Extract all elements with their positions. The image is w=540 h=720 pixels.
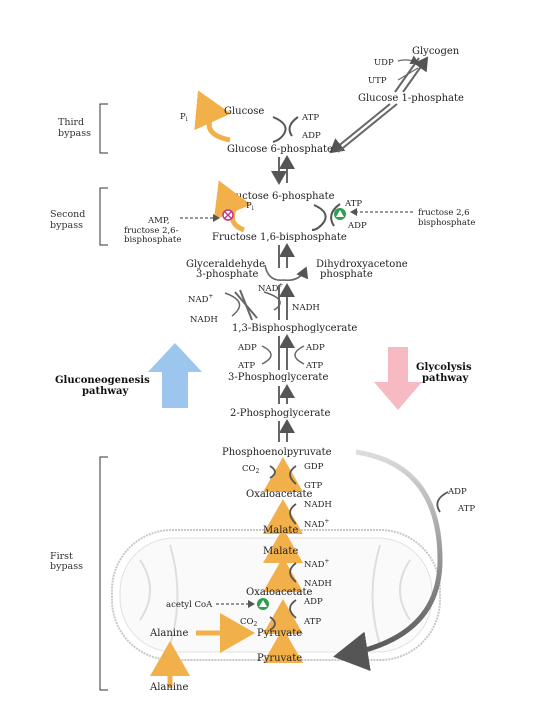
nad-plus-label-4: NAD+ xyxy=(304,558,329,570)
malate-label-1: Malate xyxy=(263,525,298,536)
first-bypass-orange-arrows xyxy=(150,457,303,688)
glucose-6-phosphatase-arc xyxy=(194,90,231,143)
pgm-arrows xyxy=(278,384,295,404)
gtp-label: GTP xyxy=(304,481,322,491)
utp-label: UTP xyxy=(368,76,387,86)
atp-label-2: ATP xyxy=(344,199,362,209)
nadh-label-3: NADH xyxy=(304,500,332,510)
nad-plus-label-3: NAD+ xyxy=(304,518,329,530)
atp-label-5: ATP xyxy=(303,617,321,627)
nad-plus-label-1: NAD+ xyxy=(258,282,283,294)
glycogen-branch-arrows xyxy=(329,55,429,154)
gdp-label: GDP xyxy=(304,462,324,472)
glycolysis-title-2: pathway xyxy=(422,373,469,384)
nadh-label-2: NADH xyxy=(190,315,218,325)
co2-label-2: CO2 xyxy=(240,617,257,628)
acetyl-coa-label: acetyl CoA xyxy=(166,600,213,610)
g6p-f6p-arrows xyxy=(271,155,295,185)
amp-label-3: bisphosphate xyxy=(124,235,181,245)
nad-plus-label-2: NAD+ xyxy=(188,293,213,305)
glycolysis-title-1: Glycolysis xyxy=(416,362,472,373)
pi-label-1: Pi xyxy=(180,112,188,123)
f26bp-right-label-2: bisphosphate xyxy=(418,218,475,228)
fbpase-arc xyxy=(213,180,251,233)
nadh-label-4: NADH xyxy=(304,579,332,589)
dihydroxyacetone-phosphate-label-1: Dihydroxyacetone xyxy=(316,259,408,270)
alanine-label-2: Alanine xyxy=(149,682,188,693)
oxaloacetate-label-2: Oxaloacetate xyxy=(246,587,312,598)
atp-label-3: ATP xyxy=(237,361,255,371)
alanine-label-1: Alanine xyxy=(149,628,188,639)
second-bypass-label-1: Second xyxy=(50,209,85,220)
atp-label-1: ATP xyxy=(301,113,319,123)
enolase-arrows xyxy=(278,419,295,442)
f26bp-right-label-1: fructose 2,6 xyxy=(418,208,470,218)
gluconeogenesis-title-2: pathway xyxy=(82,386,129,397)
3-phosphoglycerate-label: 3-Phosphoglycerate xyxy=(228,372,328,383)
pyruvate-label-1: Pyruvate xyxy=(257,628,302,639)
co2-label-1: CO2 xyxy=(242,464,259,475)
first-bypass-cofactor-arcs xyxy=(269,465,297,631)
pyruvate-kinase-arrow xyxy=(333,449,443,672)
1-3-bisphosphoglycerate-label: 1,3-Bisphosphoglycerate xyxy=(232,323,357,334)
glyceraldehyde-3-phosphate-label-2: 3-phosphate xyxy=(196,269,259,280)
adp-label-3: ADP xyxy=(237,343,257,353)
gapdh-arrows xyxy=(224,283,295,321)
hexokinase-arc xyxy=(272,116,287,143)
udp-label: UDP xyxy=(374,58,394,68)
aldolase-arrows xyxy=(264,243,309,282)
glucose-label: Glucose xyxy=(224,106,264,117)
pyruvate-label-2: Pyruvate xyxy=(257,653,302,664)
2-phosphoglycerate-label: 2-Phosphoglycerate xyxy=(230,408,330,419)
pgk-arrows xyxy=(261,334,305,370)
malate-label-2: Malate xyxy=(263,546,298,557)
nadh-label-1: NADH xyxy=(292,303,320,313)
first-bypass-label-2: bypass xyxy=(50,561,83,572)
adp-label-4: ADP xyxy=(305,343,325,353)
fructose-1-6-bisphosphate-label: Fructose 1,6-bisphosphate xyxy=(212,232,347,243)
hexokinase-arc-2 xyxy=(288,116,299,137)
bypass-brackets xyxy=(99,103,108,691)
pfk-arc-2 xyxy=(330,203,341,227)
third-bypass-label-1: Third xyxy=(58,117,84,128)
amp-label-2: fructose 2,6- xyxy=(124,226,179,236)
second-bypass-label-2: bypass xyxy=(50,220,83,231)
dihydroxyacetone-phosphate-label-2: phosphate xyxy=(320,269,373,280)
glycolysis-arrow xyxy=(374,347,422,410)
oxaloacetate-label-1: Oxaloacetate xyxy=(246,489,312,500)
gluconeogenesis-arrow xyxy=(148,343,202,408)
glycogen-label: Glycogen xyxy=(412,46,460,57)
gluconeogenesis-title-1: Gluconeogenesis xyxy=(55,375,150,386)
glyceraldehyde-3-phosphate-label-1: Glyceraldehyde xyxy=(186,259,265,270)
adp-label-1: ADP xyxy=(301,131,321,141)
atp-label-6: ATP xyxy=(457,504,475,514)
glucose-6-phosphate-label: Glucose 6-phosphate xyxy=(227,144,333,155)
adp-label-5: ADP xyxy=(303,597,323,607)
adp-label-2: ADP xyxy=(347,221,367,231)
adp-label-6: ADP xyxy=(447,487,467,497)
pk-adp-atp-arc xyxy=(436,491,449,513)
atp-label-4: ATP xyxy=(305,361,323,371)
phosphoenolpyruvate-label: Phosphoenolpyruvate xyxy=(222,447,332,458)
pi-label-2: Pi xyxy=(246,201,254,212)
fructose-6-phosphate-label: Fructose 6-phosphate xyxy=(224,191,335,202)
third-bypass-label-2: bypass xyxy=(58,128,91,139)
glucose-1-phosphate-label: Glucose 1-phosphate xyxy=(358,93,464,104)
pfk-arc xyxy=(311,204,327,231)
first-bypass-label-1: First xyxy=(50,551,73,562)
amp-label-1: AMP, xyxy=(147,216,170,226)
